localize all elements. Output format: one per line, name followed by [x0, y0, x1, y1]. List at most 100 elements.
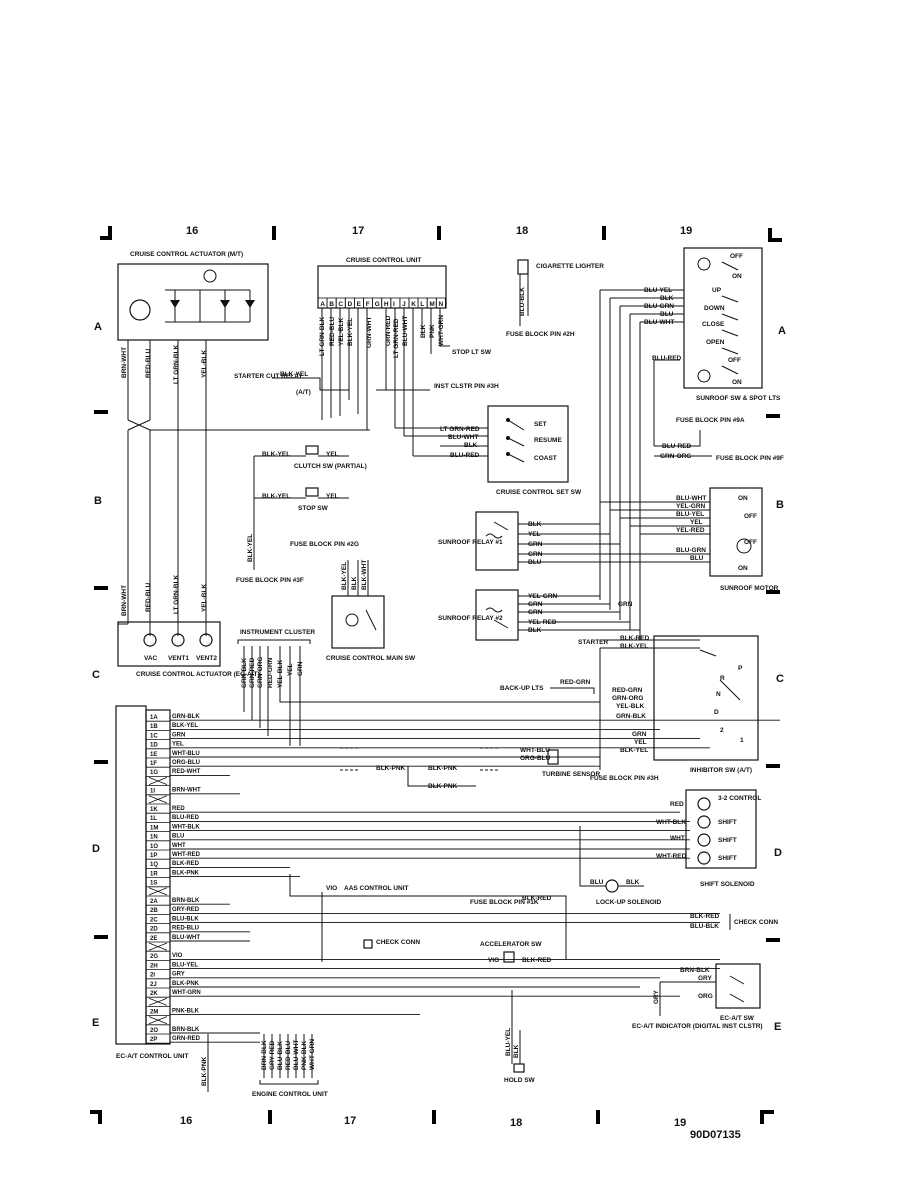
hold-sw-wires: [511, 990, 521, 1064]
wire-label: RED: [670, 801, 684, 808]
turbine-shield: [340, 747, 500, 771]
wire-label: GRY: [698, 975, 713, 982]
blk-pnk-wire: [407, 766, 476, 787]
inhibitor-position: D: [714, 709, 719, 716]
wire-label: YEL: [326, 493, 339, 500]
sunroof-motor: ON OFF OFF ON BLU-WHT YEL-GRN BLU-YEL YE…: [600, 487, 779, 592]
solenoid-position: 3-2 CONTROL: [718, 795, 761, 802]
ecat-wire-label: RED-WHT: [172, 769, 201, 775]
wire-label: BLK-RED: [522, 957, 552, 964]
ecat-pin-label: 1I: [150, 789, 155, 795]
grid-col-bottom: 18: [510, 1117, 522, 1129]
motor-position: OFF: [744, 539, 757, 546]
fuse-2h-label: FUSE BLOCK PIN #2H: [506, 331, 575, 338]
wire-label: GRN-BLK: [616, 713, 646, 720]
ecat-pin-label: 1O: [150, 844, 158, 850]
cruise-main-sw-label: CRUISE CONTROL MAIN SW: [326, 655, 416, 662]
row-divider-right: [766, 764, 780, 768]
wire-label: BLU-RED: [662, 443, 692, 450]
actuator-port-label: VENT2: [196, 655, 217, 662]
col-divider-top: [437, 226, 441, 240]
wire-label: BLK-YEL: [247, 534, 254, 562]
wire-label: BLK-YEL: [620, 643, 648, 650]
grid-col-top: 17: [352, 225, 364, 237]
sunroof-sw-label: SUNROOF SW & SPOT LTS: [696, 395, 781, 402]
wire-label: GRN: [297, 661, 304, 676]
wire-label: WHT-RED: [656, 853, 687, 860]
shift-solenoid-box: [685, 789, 757, 869]
wire-label: PNK-BLK: [301, 1040, 308, 1070]
wire-label: BLK: [464, 442, 478, 449]
cruise-main-sw: FUSE BLOCK PIN #2G BLK-YEL BLK BLK-WHT C…: [290, 541, 416, 662]
corner-mark-top-left: [100, 226, 112, 240]
grid-row-right: E: [774, 1021, 781, 1033]
ecat-unit-body: [115, 705, 147, 1045]
ccu-pin-label: M: [429, 301, 434, 308]
ccu-pin-label: N: [439, 301, 444, 308]
aas-unit-label: AAS CONTROL UNIT: [344, 885, 409, 892]
back-up-lts-label: BACK-UP LTS: [500, 685, 544, 692]
ec-at-sw-box: [715, 963, 761, 1009]
ecat-wire-label: BRN-WHT: [172, 788, 201, 794]
check-conn-symbol: [363, 939, 373, 949]
ccu-pin-label: L: [420, 301, 424, 308]
ecat-wire-label: ORG-BLU: [172, 760, 200, 766]
fuse-1k-wire: [289, 874, 567, 960]
sunroof-sw-position: OPEN: [706, 339, 725, 346]
wire-label: BLU-WHT: [448, 434, 478, 441]
wire-label: BLU: [590, 879, 604, 886]
set-sw-wires: [395, 427, 488, 457]
wire-label: BLU-RED: [652, 355, 682, 362]
turbine-sensor-symbol: [547, 749, 559, 765]
ecat-wire-label: BLU-WHT: [172, 935, 200, 941]
ecat-pin-label: 2G: [150, 954, 158, 960]
starter-cut-relay-label: STARTER CUT RELAY: [234, 373, 303, 380]
inhibitor-contacts: [599, 639, 741, 770]
wire-label: BLK-YEL: [620, 747, 648, 754]
wire-label: BLU-BLK: [277, 1041, 284, 1070]
ecat-pin-label: 2D: [150, 927, 158, 933]
grid-col-top: 19: [680, 225, 692, 237]
wire-label: BLU-WHT: [644, 319, 674, 326]
hold-switch: BLU-YEL BLK HOLD SW: [504, 990, 536, 1084]
set-sw-contacts: [507, 419, 525, 463]
ecat-pin-label: 2J: [150, 982, 157, 988]
ecat-pin-label: 1K: [150, 807, 158, 813]
ecat-pin-label: 2M: [150, 1009, 158, 1015]
inst-clstr-label: INST CLSTR PIN #3H: [434, 383, 499, 390]
wire-label: BLK-YEL: [262, 451, 290, 458]
wire-label: RED-GRN: [560, 679, 591, 686]
sunroof-motor-wires: [600, 501, 710, 563]
set-sw-contact: [506, 418, 510, 422]
wire-label: GRN: [528, 609, 543, 616]
wire-label: GRN-WHT: [366, 317, 373, 348]
wire-label: WHT-GRN: [309, 1039, 316, 1070]
ecat-wire-label: VIO: [172, 953, 183, 959]
actuator-at-leads: [118, 580, 207, 636]
set-sw-contact: [506, 436, 510, 440]
wire-label: BLU: [690, 555, 704, 562]
ecat-wire-label: RED: [172, 806, 185, 812]
engine-control-unit: BRN-BLK GRY-RED BLU-BLK RED-BLU BLU-WHT …: [201, 1034, 328, 1098]
fuse-9a-label: FUSE BLOCK PIN #9A: [676, 417, 745, 424]
wire-label: YEL-BLK: [338, 318, 345, 346]
ecat-unused-pin: [148, 777, 168, 785]
ccu-pin-label: A: [320, 301, 325, 308]
wire-label: YEL: [690, 519, 703, 526]
wire-label: VIO: [326, 885, 337, 892]
ecat-pin-label: 1G: [150, 770, 158, 776]
wire-label: BLK-YEL: [347, 318, 354, 346]
ecat-pin-label: 2K: [150, 991, 158, 997]
ecat-pin-label: 2O: [150, 1028, 158, 1034]
ecat-unused-pin: [148, 1016, 168, 1025]
ccu-pin-label: B: [329, 301, 334, 308]
cruise-actuator-at: BRN-WHT RED-BLU LT GRN-BLK YEL-BLK VAC V…: [117, 574, 260, 678]
cruise-actuator-at-box: [117, 621, 221, 667]
wire-label: BLK: [528, 521, 542, 528]
col-divider-top: [602, 226, 606, 240]
wire-label: GRN: [618, 601, 633, 608]
sunroof-motor-label: SUNROOF MOTOR: [720, 585, 779, 592]
wire-label: LT GRN-BLK: [173, 574, 180, 614]
grid-row-left: B: [94, 495, 102, 507]
